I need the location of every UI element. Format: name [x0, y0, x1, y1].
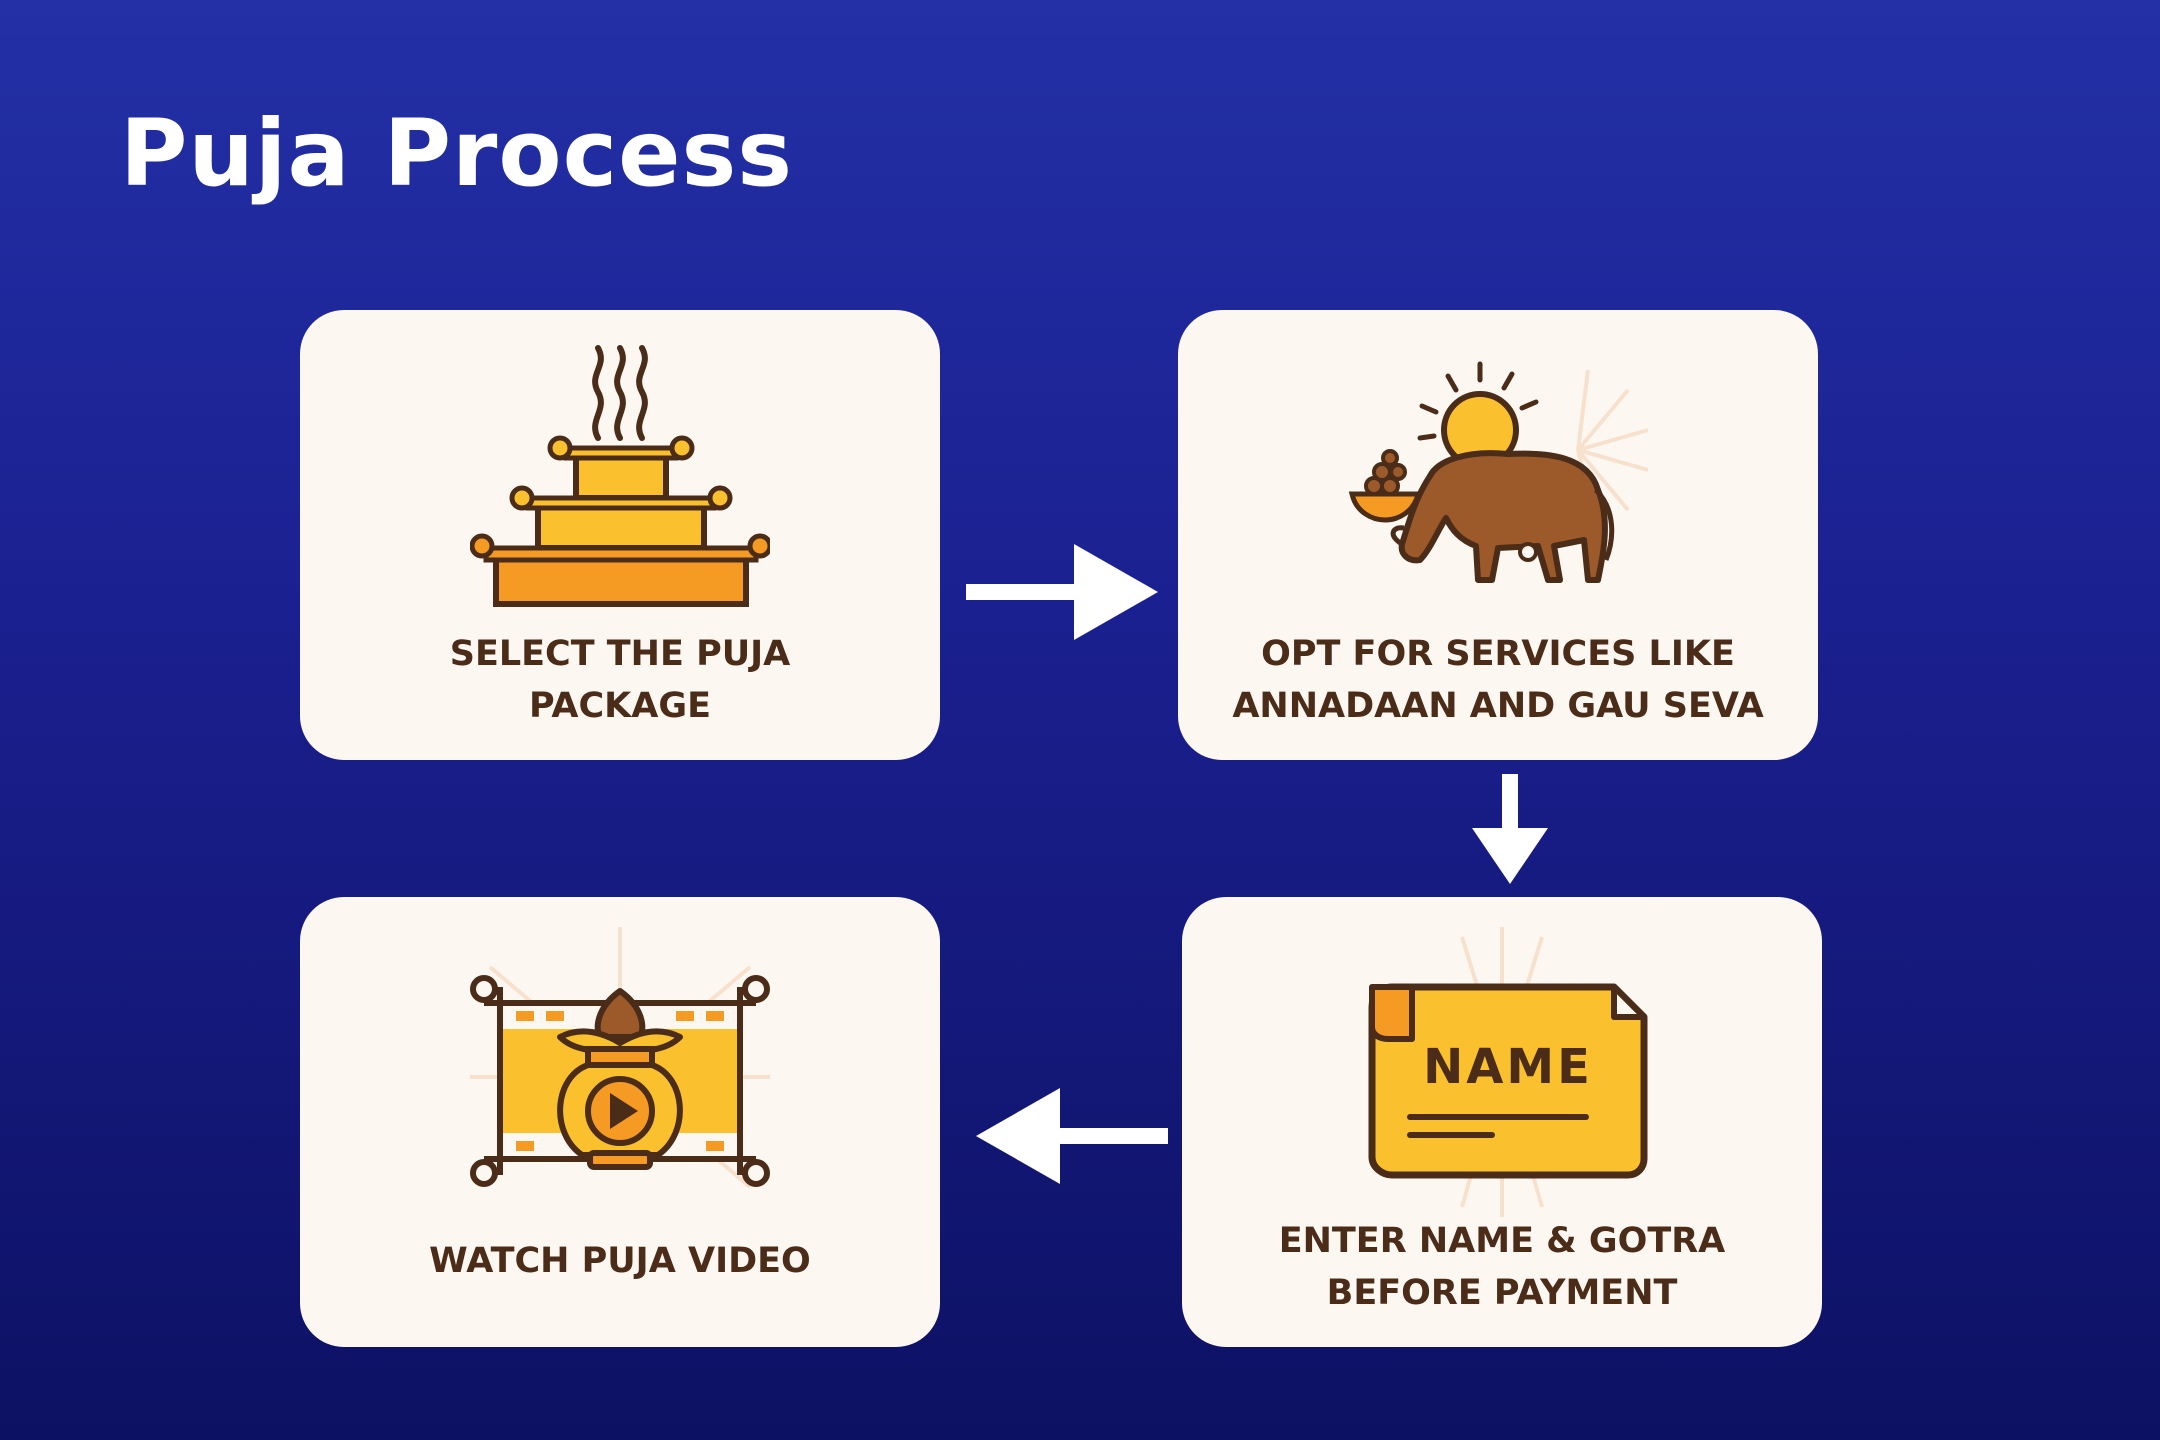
- page-title: Puja Process: [120, 100, 794, 207]
- step-4-label-line1: WATCH PUJA VIDEO: [429, 1241, 811, 1281]
- arrow-right-icon: [966, 544, 1158, 640]
- step-card-opt-services: OPT FOR SERVICES LIKE ANNADAAN AND GAU S…: [1178, 310, 1818, 760]
- arrow-left-icon: [976, 1088, 1168, 1184]
- kalash-video-icon: [470, 927, 770, 1189]
- step-1-label-line2: PACKAGE: [528, 686, 712, 726]
- cow-sun-offering-icon: [1348, 361, 1648, 583]
- step-card-select-package: SELECT THE PUJA PACKAGE: [300, 310, 940, 760]
- name-scroll-icon: NAME: [1368, 927, 1648, 1217]
- step-card-watch-video: WATCH PUJA VIDEO: [300, 897, 940, 1347]
- step-2-label-line1: OPT FOR SERVICES LIKE: [1261, 634, 1735, 674]
- arrow-down-icon: [1472, 774, 1548, 884]
- step-1-label-line1: SELECT THE PUJA: [449, 634, 791, 674]
- step-3-label-line1: ENTER NAME & GOTRA: [1278, 1221, 1726, 1261]
- step-card-enter-name-gotra: NAME ENTER NAME & GOTRA BEFORE PAYMENT: [1182, 897, 1822, 1347]
- havan-kund-icon: [470, 345, 770, 607]
- step-2-label-line2: ANNADAAN AND GAU SEVA: [1232, 686, 1764, 726]
- play-icon: [610, 1093, 638, 1129]
- step-3-label-line2: BEFORE PAYMENT: [1326, 1273, 1678, 1313]
- scroll-name-text: NAME: [1423, 1039, 1593, 1095]
